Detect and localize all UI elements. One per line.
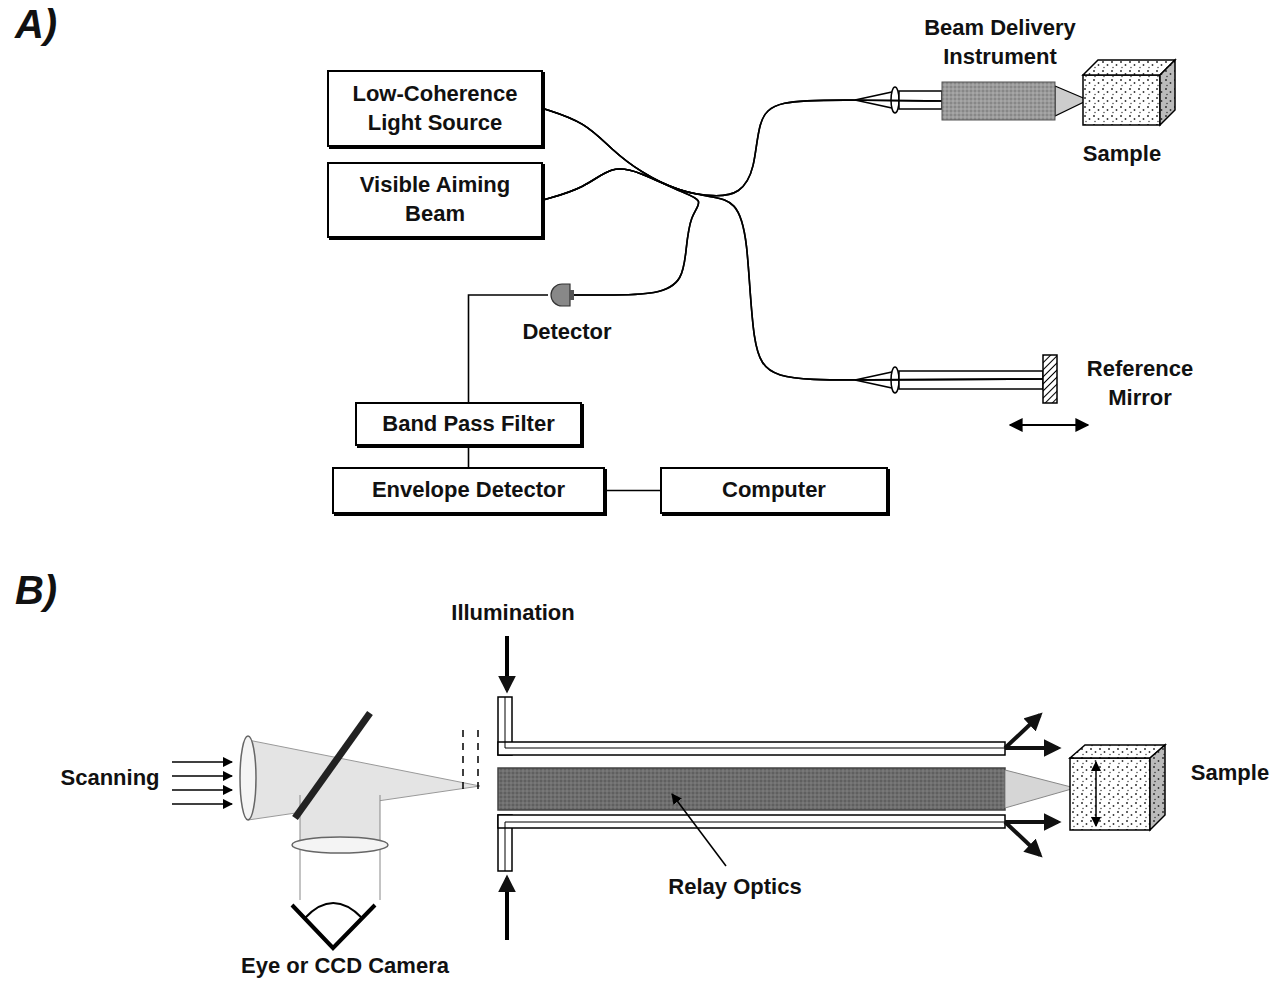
light-output-arrow bbox=[1005, 746, 1058, 750]
reference-mirror-outline bbox=[1043, 355, 1057, 403]
image-plane bbox=[477, 730, 479, 795]
fiber bbox=[498, 742, 1005, 755]
source-box: Visible Aiming Beam bbox=[327, 162, 543, 238]
cube-face bbox=[1070, 745, 1165, 758]
node-text: Beam Delivery Instrument bbox=[900, 14, 1100, 71]
arrow bbox=[172, 803, 232, 805]
optical-fiber bbox=[543, 100, 942, 196]
sample-cube-outline bbox=[1083, 60, 1178, 127]
detector-body bbox=[551, 284, 570, 306]
fiber-core bbox=[505, 822, 1005, 823]
node-text: Envelope Detector bbox=[372, 476, 565, 505]
cube-face bbox=[1070, 758, 1150, 830]
reference-mirror: Reference Mirror bbox=[1043, 355, 1057, 403]
process-box: Envelope Detector bbox=[332, 467, 605, 514]
node-text: Visible Aiming Beam bbox=[339, 171, 531, 228]
panel-label: A) bbox=[15, 2, 57, 47]
scan-arrow bbox=[1095, 762, 1097, 826]
process-box: Computer bbox=[660, 467, 888, 514]
part-label: Scanning bbox=[60, 765, 159, 791]
eye-symbol bbox=[292, 905, 375, 948]
arrow bbox=[172, 775, 232, 777]
eye-symbol bbox=[305, 903, 362, 918]
cube-face bbox=[1160, 60, 1175, 125]
illumination-fiber-bottom bbox=[498, 815, 1005, 871]
illumination-fiber-top bbox=[498, 697, 1005, 755]
detector-body bbox=[570, 290, 574, 300]
node-text: Computer bbox=[722, 476, 826, 505]
cube-face bbox=[1083, 75, 1160, 125]
output-beam bbox=[1005, 770, 1075, 808]
arrow bbox=[172, 761, 232, 763]
node-text: Detector bbox=[507, 318, 627, 347]
process-box: Band Pass Filter bbox=[355, 402, 582, 446]
image-plane bbox=[462, 730, 464, 795]
optical-fiber bbox=[468, 446, 470, 467]
part-label: Eye or CCD Camera bbox=[241, 953, 449, 979]
optical-fiber bbox=[543, 109, 1043, 380]
part-label: Illumination bbox=[451, 600, 574, 626]
scan-lens bbox=[240, 736, 256, 820]
optical-fiber bbox=[543, 100, 942, 200]
beam-delivery-instrument: Beam Delivery Instrument bbox=[942, 82, 1055, 120]
node-text: Band Pass Filter bbox=[382, 410, 554, 439]
eyepiece-lens bbox=[292, 837, 388, 853]
node-text: Reference Mirror bbox=[1065, 355, 1215, 412]
optical-fiber bbox=[543, 109, 699, 296]
detector-symbol-outline bbox=[548, 283, 574, 307]
arrow bbox=[172, 789, 232, 791]
fiber-core bbox=[505, 748, 1005, 749]
optical-fiber bbox=[543, 169, 1043, 380]
node-text: Sample bbox=[1062, 140, 1182, 169]
scanning-arrows bbox=[172, 762, 232, 804]
optical-fiber bbox=[469, 295, 549, 402]
panel-label: B) bbox=[15, 568, 57, 613]
fiber bbox=[498, 815, 1005, 828]
detector-symbol: Detector bbox=[548, 283, 574, 307]
beam-splitter bbox=[295, 713, 370, 818]
scan-arrow bbox=[1010, 424, 1088, 426]
fiber-core bbox=[505, 822, 506, 871]
sample-cube bbox=[1070, 745, 1165, 830]
light-output-arrow bbox=[1005, 820, 1058, 824]
fiber-core bbox=[505, 697, 506, 748]
mirror-body bbox=[1043, 355, 1057, 403]
relay-optics bbox=[498, 768, 1005, 810]
illumination-arrow bbox=[505, 636, 509, 690]
instrument-body bbox=[942, 82, 1055, 120]
source-box: Low-Coherence Light Source bbox=[327, 70, 543, 147]
part-label: Relay Optics bbox=[668, 874, 801, 900]
optical-fiber bbox=[543, 169, 699, 295]
light-output-arrow bbox=[1005, 822, 1040, 855]
part-label: Sample bbox=[1191, 760, 1269, 786]
leader-line bbox=[672, 794, 726, 866]
illumination-arrow bbox=[505, 878, 509, 940]
beam-delivery-instrument-outline bbox=[942, 82, 1055, 120]
optical-fiber bbox=[605, 490, 660, 492]
node-text: Low-Coherence Light Source bbox=[339, 80, 531, 137]
cube-face bbox=[1150, 745, 1165, 830]
light-output-arrow bbox=[1005, 715, 1040, 748]
sample-cube: Sample bbox=[1083, 60, 1178, 127]
